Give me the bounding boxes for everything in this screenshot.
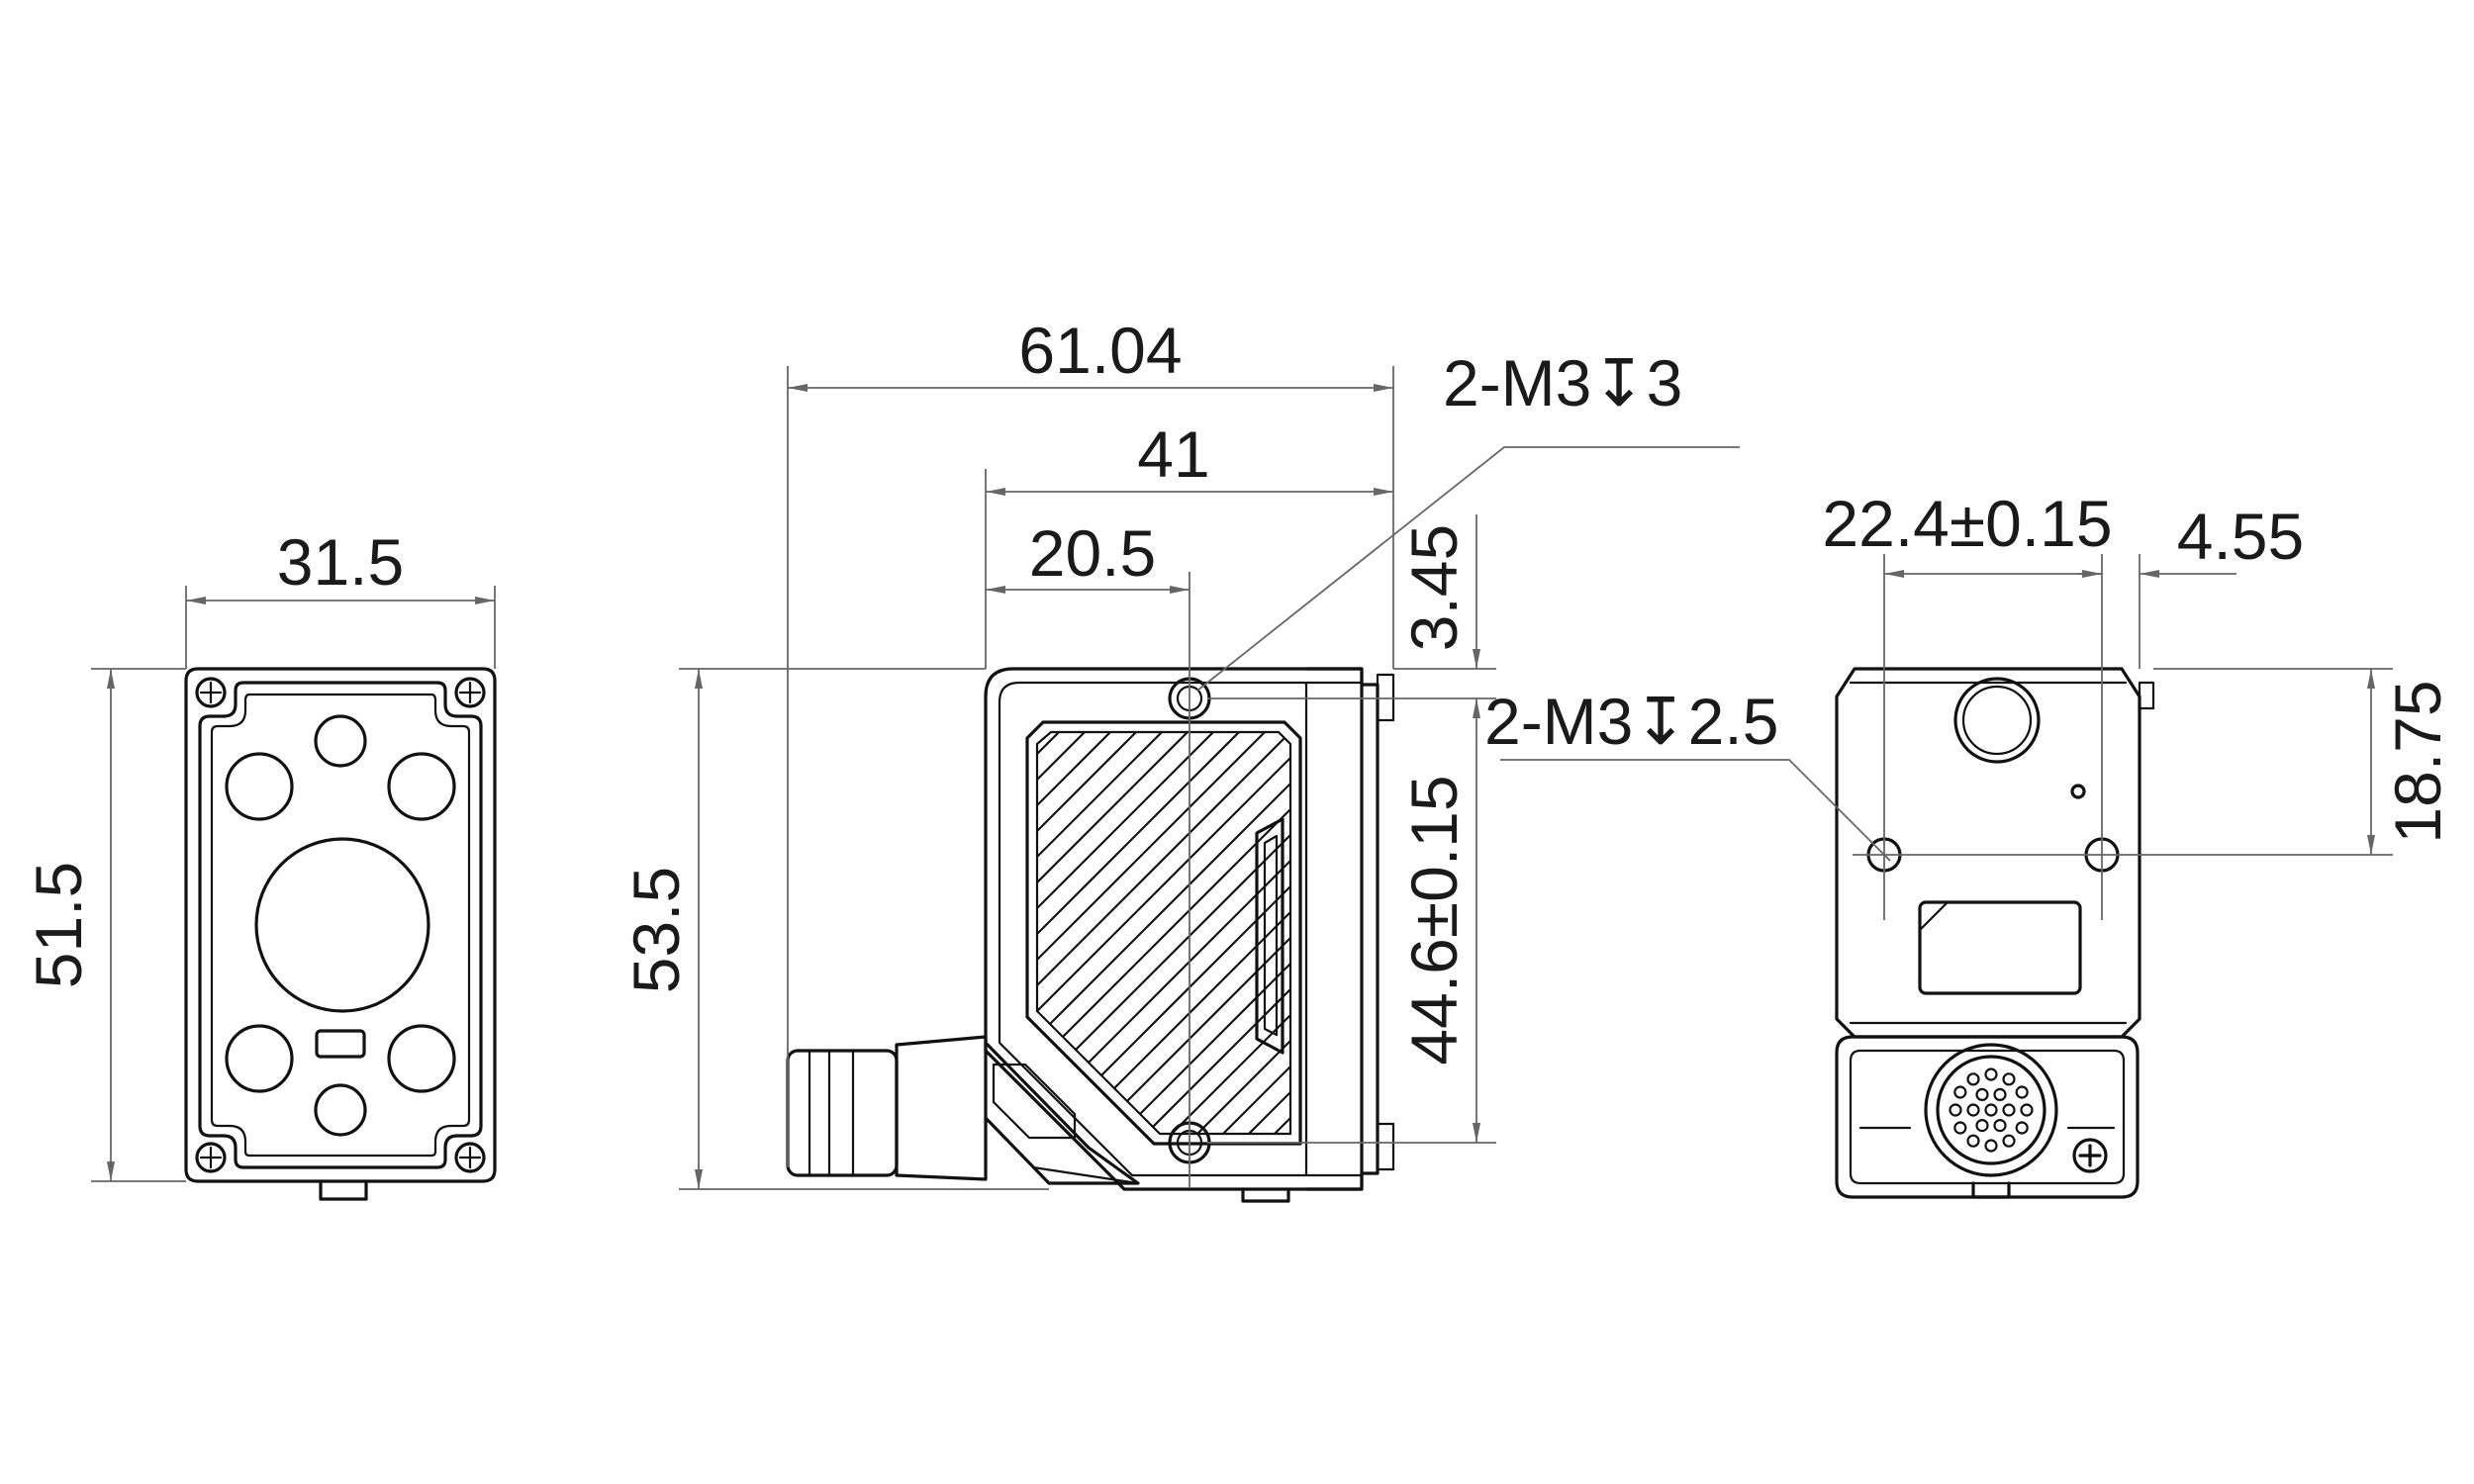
connector-pin bbox=[1993, 1118, 2007, 1133]
connector-pin bbox=[1993, 1087, 2007, 1102]
hatch-line bbox=[1595, 722, 2021, 1148]
hatch-line bbox=[1492, 722, 1918, 1148]
connector-pin bbox=[2002, 1134, 2016, 1148]
rear-thread-callout: 2-M3↧2.5 bbox=[1484, 685, 1778, 758]
connector-pin bbox=[1953, 1085, 1967, 1099]
hatch-line bbox=[1037, 732, 1198, 1134]
connector-pin bbox=[1984, 1103, 1998, 1117]
hatch-line bbox=[1037, 732, 1147, 1134]
side-hole-offset-dim: 20.5 bbox=[1029, 516, 1156, 590]
rear-dimensions: 22.4±0.15 4.55 18.75 2-M3↧2.5 bbox=[1484, 487, 2454, 920]
connector-pin bbox=[2002, 1072, 2016, 1086]
side-view bbox=[515, 572, 2149, 1203]
hatch-line bbox=[1037, 732, 1095, 1134]
hatch-line bbox=[1208, 732, 1290, 1134]
side-dimensions: 61.04 41 20.5 3.45 53.5 44.6±0.15 2-M3↧3 bbox=[619, 314, 1740, 1190]
hatch-line bbox=[1441, 722, 1866, 1148]
connector-pin bbox=[2015, 1121, 2029, 1135]
connector-pin bbox=[1984, 1067, 1998, 1081]
connector-pin bbox=[2015, 1085, 2029, 1099]
hatch-line bbox=[1037, 732, 1290, 1134]
hatch-line bbox=[515, 722, 940, 1148]
hatch-line bbox=[1037, 732, 1290, 1134]
hatch-line bbox=[1037, 732, 1290, 1134]
side-thread-callout: 2-M3↧3 bbox=[1443, 346, 1682, 419]
hatch-line bbox=[1105, 732, 1290, 1134]
hatch-line bbox=[1621, 722, 2046, 1148]
hatch-line bbox=[1080, 732, 1290, 1134]
front-dimensions: 31.5 51.5 bbox=[22, 525, 496, 1182]
connector-pin bbox=[1966, 1103, 1980, 1117]
rear-hole-height-dim: 18.75 bbox=[2381, 680, 2454, 843]
front-width-dim: 31.5 bbox=[277, 525, 404, 599]
hatch-line bbox=[1037, 732, 1070, 1134]
connector-pin bbox=[1984, 1139, 1998, 1153]
hatch-line bbox=[1037, 732, 1276, 1134]
hatch-line bbox=[1415, 722, 1841, 1148]
hatch-line bbox=[1157, 732, 1290, 1134]
hatch-line bbox=[1724, 722, 2149, 1148]
rear-edge-offset-dim: 4.55 bbox=[2177, 500, 2304, 573]
hatch-line bbox=[1467, 722, 1892, 1148]
hatch-line bbox=[1037, 732, 1224, 1134]
connector-pin bbox=[2020, 1103, 2034, 1117]
front-optics bbox=[225, 714, 456, 1137]
side-hatch-pattern bbox=[515, 722, 2149, 1148]
side-height-dim: 53.5 bbox=[619, 867, 693, 993]
front-corner-screws bbox=[195, 677, 486, 1173]
side-hole-pitch-dim: 44.6±0.15 bbox=[1397, 775, 1471, 1065]
hatch-line bbox=[1260, 732, 1290, 1134]
side-hole-span-dim: 41 bbox=[1137, 417, 1209, 491]
hatch-line bbox=[1672, 722, 2098, 1148]
connector-pin bbox=[1966, 1072, 1980, 1086]
front-view bbox=[184, 667, 497, 1201]
rear-view bbox=[1835, 667, 2155, 1199]
hatch-line bbox=[1518, 722, 1944, 1148]
front-height-dim: 51.5 bbox=[22, 862, 95, 988]
hatch-line bbox=[1544, 722, 1969, 1148]
hatch-line bbox=[1037, 732, 1250, 1134]
hatch-line bbox=[1037, 732, 1173, 1134]
hatch-line bbox=[1698, 722, 2124, 1148]
connector-pin bbox=[1975, 1118, 1989, 1133]
hatch-line bbox=[1183, 732, 1290, 1134]
rear-connector-pins bbox=[1949, 1067, 2034, 1153]
hatch-line bbox=[1054, 732, 1290, 1134]
connector-pin bbox=[1949, 1103, 1962, 1117]
connector-pin bbox=[1966, 1134, 1980, 1148]
side-overall-length-dim: 61.04 bbox=[1018, 314, 1182, 387]
side-top-offset-dim: 3.45 bbox=[1397, 524, 1471, 651]
hatch-line bbox=[540, 722, 966, 1148]
hatch-line bbox=[1037, 732, 1121, 1134]
connector-pin bbox=[1953, 1121, 1967, 1135]
hatch-line bbox=[1037, 732, 1290, 1134]
connector-pin bbox=[2002, 1103, 2016, 1117]
rear-hole-pitch-dim: 22.4±0.15 bbox=[1822, 487, 2112, 560]
hatch-line bbox=[1131, 732, 1290, 1134]
hatch-line bbox=[1285, 732, 1290, 1134]
hatch-line bbox=[1037, 732, 1290, 1134]
connector-pin bbox=[1975, 1087, 1989, 1102]
